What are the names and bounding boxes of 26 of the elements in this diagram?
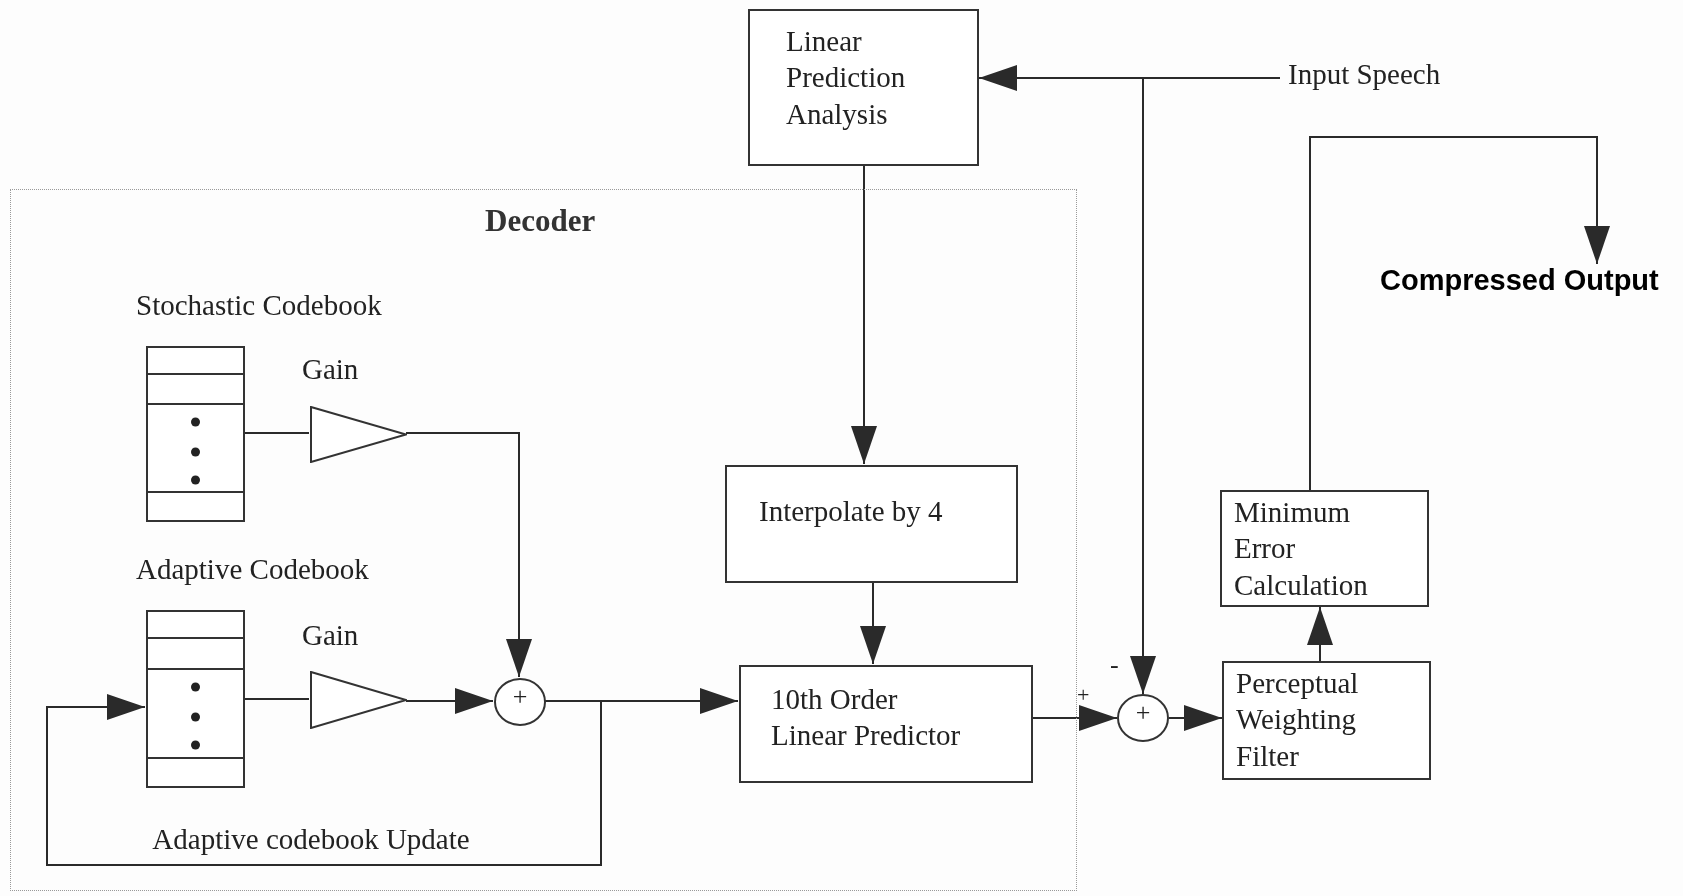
- process-box: Interpolate by 4: [725, 465, 1018, 583]
- arrow: [851, 165, 877, 465]
- summing-junction: +: [494, 678, 546, 726]
- arrow: [1307, 606, 1333, 662]
- sign-label: +: [1077, 684, 1090, 706]
- summing-junction: +: [1117, 694, 1169, 742]
- process-box: 10th Order Linear Predictor: [739, 665, 1033, 783]
- arrow: [1309, 136, 1610, 491]
- arrow: [405, 432, 532, 678]
- arrow: [46, 694, 602, 866]
- region-title: Decoder: [485, 203, 596, 239]
- output-label: Compressed Output: [1372, 264, 1677, 300]
- arrow: [860, 581, 886, 665]
- process-box: Perceptual Weighting Filter: [1222, 661, 1431, 780]
- arrow: [405, 688, 494, 714]
- arrow: [1130, 77, 1281, 695]
- process-box: Minimum Error Calculation: [1220, 490, 1429, 607]
- input-label: Input Speech: [1280, 58, 1500, 98]
- decoder-region: [10, 189, 1077, 891]
- codebook-title: Stochastic Codebook: [136, 289, 382, 322]
- process-box: Linear Prediction Analysis: [748, 9, 979, 166]
- gain-label: Gain: [302, 619, 359, 652]
- gain-label: Gain: [302, 353, 359, 386]
- sign-label: -: [1110, 652, 1119, 678]
- codebook-title: Adaptive Codebook: [136, 553, 369, 586]
- arrow: [1168, 705, 1223, 731]
